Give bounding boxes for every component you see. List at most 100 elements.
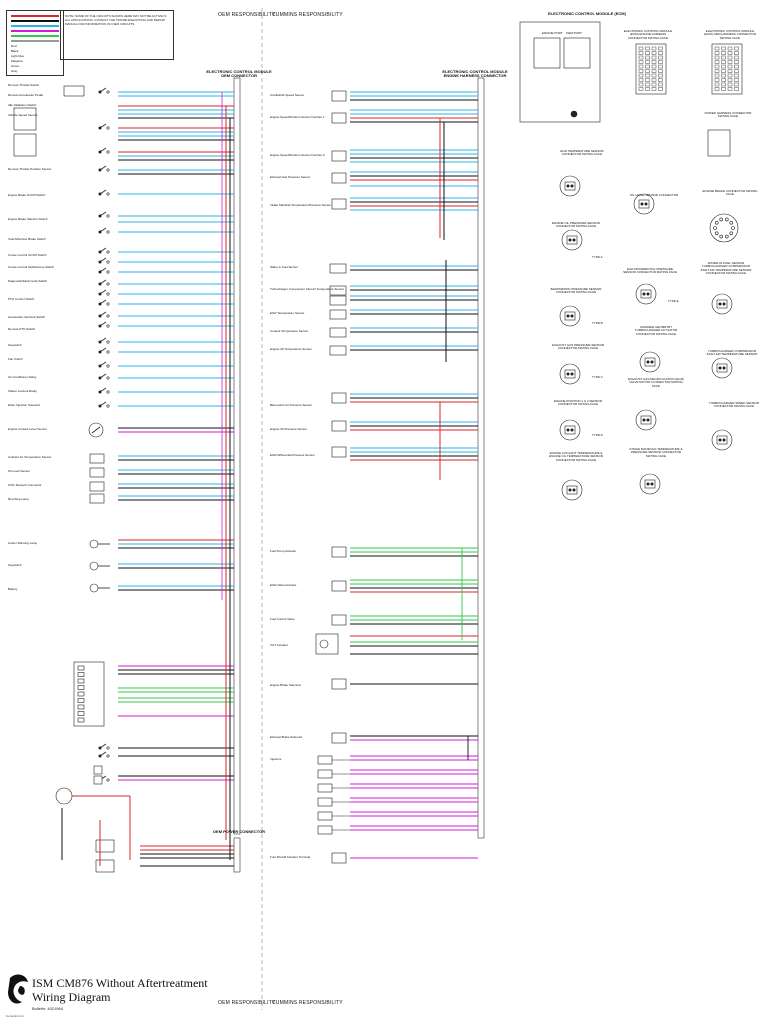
switch-pivot (98, 340, 102, 344)
connector-face-label: VARIABLE GEOMETRY TURBOCHARGER ACTUATOR … (634, 325, 678, 336)
battery-symbol (95, 839, 115, 853)
connector-pin (727, 51, 733, 55)
sensor-plug-symbol (331, 90, 347, 102)
connector-pin (640, 202, 644, 206)
legend-magenta-row (11, 30, 59, 32)
footer-oem-responsibility: OEM RESPONSIBILITY (218, 1000, 276, 1006)
component-label: Remote Accelerator Pedal (8, 93, 43, 97)
connector-pin (646, 360, 650, 364)
connector-pin (727, 78, 733, 82)
engine-connector-title: ELECTRONIC CONTROL MODULE ENGINE HARNESS… (442, 69, 508, 79)
deutsch-pin (77, 685, 85, 690)
connector-key (566, 235, 578, 245)
sensor-plug-symbol (331, 580, 347, 592)
connector-face-label: ENGINE BRAKE CONNECTOR MATING FACE (702, 189, 758, 197)
connector-pin (734, 82, 739, 87)
connector-pin (714, 73, 720, 78)
deutsch-pin (77, 698, 85, 703)
connector-pin (714, 55, 720, 60)
note-box: NOTE: SOME OF THE CIRCUITS SHOWN HERE MA… (60, 10, 174, 60)
switch-terminal (106, 350, 110, 354)
component-label: Engine Speed/Position Sensor Number 1 (270, 115, 325, 119)
connector-pin (651, 60, 657, 64)
connector-pin (727, 82, 733, 87)
component-label: Keyswitch (8, 563, 22, 567)
note-text: NOTE: SOME OF THE CIRCUITS SHOWN HERE MA… (65, 14, 167, 26)
connector-pin (734, 46, 739, 51)
connector-pin (651, 69, 657, 73)
component-label: EGR Differential Pressure Sensor (270, 453, 315, 457)
connector-pin (714, 69, 720, 73)
component-label: Idle Validation Switch (8, 103, 37, 107)
deutsch-pin (77, 672, 85, 677)
connector-pin (721, 69, 726, 73)
footer-cummins-responsibility: CUMMINS RESPONSIBILITY (272, 1000, 343, 1006)
sensor-connector-face (559, 305, 581, 327)
sensor-plug-symbol (331, 732, 347, 744)
ecm-title: ELECTRONIC CONTROL MODULE (ECM) (548, 11, 626, 16)
connector-type-label: TYPE C (592, 375, 603, 379)
switch-pivot (98, 214, 102, 218)
connector-key (716, 435, 728, 445)
connector-pin (721, 51, 726, 55)
component-label: Accelerator Interlock Switch (8, 315, 46, 319)
connector-key (564, 425, 576, 435)
switch-pivot (98, 350, 102, 354)
sensor-connector-face (639, 473, 661, 495)
sensor-connector-face (635, 409, 657, 431)
sensor-connector-face (561, 229, 583, 251)
brake-pin (724, 234, 729, 239)
connector-pin (651, 87, 657, 91)
connector-pin (658, 46, 663, 51)
connector-pin (646, 418, 650, 422)
component-label: Exhaust Brake Solenoid (270, 735, 303, 739)
component-label: Intake Manifold Temperature/Pressure Sen… (270, 203, 332, 207)
legend-green-row (11, 35, 59, 37)
brake-pin (729, 231, 734, 236)
connector-pin (651, 55, 657, 60)
sensor-plug-symbol (331, 112, 347, 124)
connector-pin (721, 82, 726, 87)
switch-pivot (98, 324, 102, 328)
component-label: PTO Control Switch (8, 297, 35, 301)
brake-pin (713, 226, 717, 230)
component-label: Engine Brake On/Off Switch (8, 193, 46, 197)
vgt-motor (319, 639, 329, 649)
connector-pin (658, 51, 663, 55)
brake-pin (729, 220, 734, 225)
connector-pin (651, 78, 657, 82)
sensor-plug-symbol (331, 614, 347, 626)
oem-connector-title: ELECTRONIC CONTROL MODULE OEM CONNECTOR (206, 69, 272, 79)
connector-pin (658, 73, 663, 78)
battery-symbol (95, 859, 115, 873)
connector-pin (645, 46, 650, 51)
deutsch-pin (77, 665, 85, 671)
connector-face-label: ENGINE COOLANT TEMPERATURE & ENGINE OIL … (549, 451, 603, 462)
connector-pin (714, 87, 720, 91)
switch-terminal (106, 150, 110, 154)
keyswitch-pointer (91, 426, 101, 434)
connector-pin (638, 51, 644, 55)
connector-pin (645, 55, 650, 60)
connector-pin (721, 60, 726, 64)
switch-terminal (106, 754, 110, 758)
legend-red-row (11, 15, 59, 17)
sensor-connector-face (633, 193, 655, 215)
switch-terminal (106, 746, 110, 750)
connector-face-label: ENGINE POSITION 1 & 2 SENSOR CONNECTOR M… (553, 399, 602, 407)
connector-pin (650, 360, 654, 364)
sensor-plug-symbol (329, 345, 347, 356)
sensor-connector-face (559, 419, 581, 441)
connector-pin (658, 60, 663, 64)
legend-black-row (11, 20, 59, 22)
connector-pin (645, 60, 650, 64)
connector-pin (651, 64, 657, 69)
ecm-engine-harness-face (635, 43, 667, 95)
connector-pin (645, 87, 650, 91)
connector-pin (651, 73, 657, 78)
ecm-body-outline (519, 21, 601, 123)
switch-pivot (98, 314, 102, 318)
connector-face-label: EGR TEMPERATURE SENSOR CONNECTOR MATING … (560, 149, 604, 157)
connector-face-label: WATER-IN-FUEL SENSOR TURBOCHARGER COMPRE… (700, 261, 752, 276)
